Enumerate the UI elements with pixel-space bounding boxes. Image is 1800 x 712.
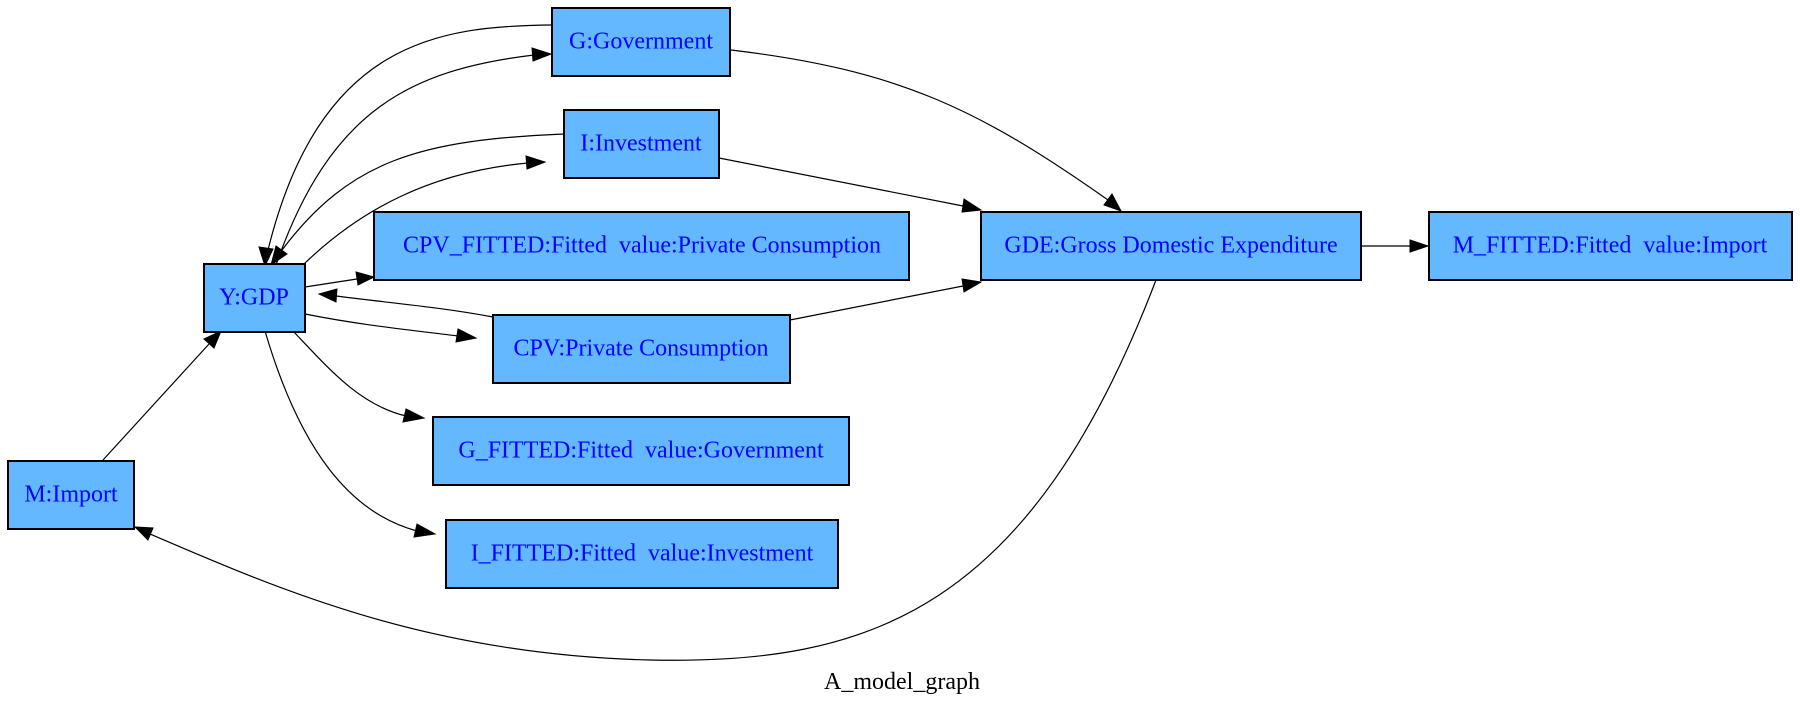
edge-y-to-cpvfitted — [304, 271, 376, 288]
graph-title: A_model_graph — [824, 669, 980, 695]
node-gde: GDE:Gross Domestic Expenditure — [980, 211, 1362, 281]
edge-y-to-ifitted — [264, 330, 437, 538]
svg-text:I_FITTED:Fitted value:Investm: I_FITTED:Fitted value:Investment — [471, 541, 814, 567]
node-government: G:Government — [551, 7, 731, 77]
node-m-fitted: M_FITTED:Fitted value:Import — [1428, 211, 1793, 281]
edge-i-to-gde — [718, 157, 983, 213]
edge-y-to-gfitted — [292, 330, 426, 423]
edge-y-to-i — [303, 155, 547, 265]
node-investment: I:Investment — [563, 109, 720, 179]
svg-text:I:Investment: I:Investment — [580, 131, 702, 157]
svg-text:Y:GDP: Y:GDP — [219, 285, 289, 311]
svg-text:M:Import: M:Import — [24, 482, 118, 508]
svg-text:CPV_FITTED:Fitted value:Priva: CPV_FITTED:Fitted value:Private Consumpt… — [403, 233, 881, 259]
svg-text:CPV:Private Consumption: CPV:Private Consumption — [514, 336, 769, 362]
svg-text:G:Government: G:Government — [569, 29, 713, 55]
edge-i-to-y — [270, 133, 565, 267]
edge-y-to-g — [275, 47, 553, 266]
node-gdp: Y:GDP — [203, 263, 306, 333]
edge-g-to-y — [258, 24, 553, 268]
edge-cpv-to-y — [317, 288, 494, 318]
svg-text:G_FITTED:Fitted value:Governm: G_FITTED:Fitted value:Government — [458, 438, 824, 464]
node-private-consumption: CPV:Private Consumption — [492, 314, 791, 384]
edge-m-to-y — [102, 329, 222, 461]
edge-gde-to-m — [133, 279, 1157, 661]
svg-text:M_FITTED:Fitted value:Import: M_FITTED:Fitted value:Import — [1453, 233, 1768, 259]
node-import: M:Import — [7, 460, 135, 530]
edge-y-to-cpv — [304, 313, 478, 343]
edge-gde-to-mfitted — [1361, 239, 1430, 253]
node-g-fitted: G_FITTED:Fitted value:Government — [432, 416, 850, 486]
node-i-fitted: I_FITTED:Fitted value:Investment — [445, 519, 839, 589]
edge-g-to-gde — [730, 49, 1123, 212]
node-cpv-fitted: CPV_FITTED:Fitted value:Private Consumpt… — [373, 211, 910, 281]
svg-text:GDE:Gross Domestic Expenditure: GDE:Gross Domestic Expenditure — [1004, 233, 1337, 259]
edge-cpv-to-gde — [789, 278, 983, 321]
